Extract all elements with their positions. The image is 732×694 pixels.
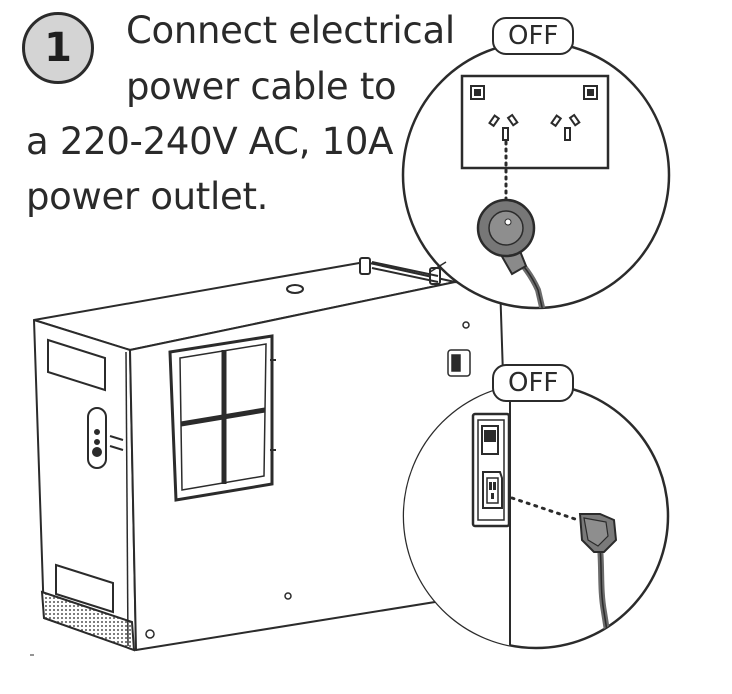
- step-number-badge: 1: [22, 12, 94, 84]
- instruction-line-4: power outlet.: [26, 175, 269, 218]
- front-panel: [40, 338, 136, 652]
- top-handle: [286, 257, 441, 294]
- inlet-callout: [402, 382, 670, 650]
- power-switch-icon: [481, 425, 499, 455]
- side-grille: [168, 334, 276, 502]
- instruction-line-2: power cable to: [126, 65, 397, 108]
- step-number: 1: [44, 25, 72, 71]
- instruction-line-3: a 220-240V AC, 10A: [26, 120, 394, 163]
- iec-connector-icon: [482, 471, 503, 509]
- wall-outlet-icon: [460, 74, 610, 170]
- outlet-switch-off-label: OFF: [492, 17, 575, 55]
- power-plug-icon: [476, 198, 548, 308]
- instruction-line-1: Connect electrical: [126, 9, 455, 52]
- outlet-callout: [401, 40, 671, 310]
- side-details: [145, 321, 493, 639]
- unit-switch-off-label: OFF: [492, 364, 575, 402]
